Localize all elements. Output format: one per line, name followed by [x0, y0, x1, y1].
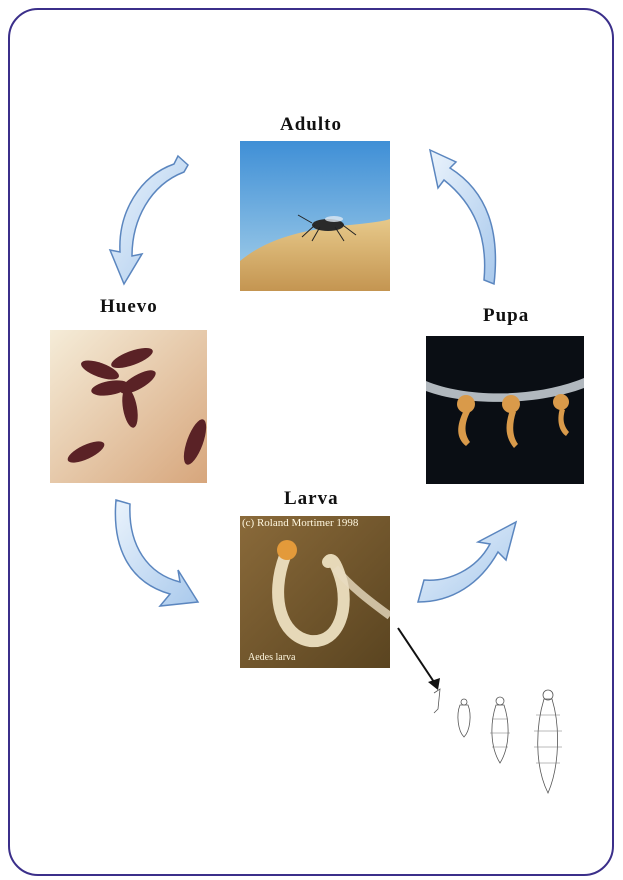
larval-instar-drawings [420, 675, 580, 815]
